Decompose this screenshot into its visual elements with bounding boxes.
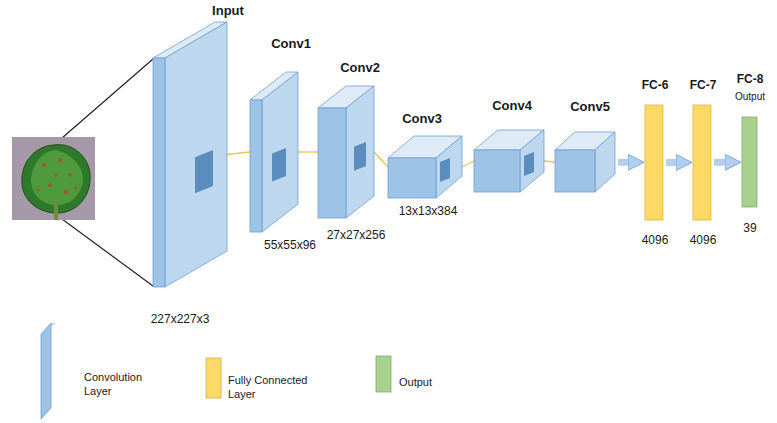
legend-text: Output [399,376,459,390]
kernel-projection [298,151,318,152]
layer-name: Conv3 [402,112,442,126]
layer-shape [250,72,298,232]
layer-name: FC-8 [737,73,764,86]
image-background [12,137,95,220]
legend-swatch [40,322,78,422]
projection-line [62,219,153,286]
convolution-layer: Conv4 [474,130,544,192]
layer-shape [645,105,663,220]
kernel-projection [227,152,250,155]
layer-size: 4096 [642,234,669,247]
layer-size: 27x27x256 [327,229,386,242]
convolution-layer: Conv155x55x96 [250,72,298,232]
flow-arrow [714,159,733,166]
layer-name: FC-6 [642,79,669,92]
leaf-spots [36,158,77,195]
fully-connected-layer: FC-74096 [693,105,711,220]
leaf-inner [31,150,83,205]
layer-shape [388,136,462,198]
convolution-layer: Conv5 [555,132,615,192]
layer-size: 13x13x384 [399,205,458,218]
output-tag: Output [735,91,765,102]
layer-shape [474,130,544,192]
layer-name: Conv5 [570,100,610,114]
layer-size: 39 [743,222,756,235]
convolution-layer: Input227x227x3 [153,22,227,287]
layer-size: 227x227x3 [151,313,210,326]
layer-shape [318,86,374,218]
kernel-projection [374,152,388,167]
layer-shape [555,132,615,192]
layer-name: Conv1 [271,37,311,51]
flow-arrow [618,159,636,166]
leaf-stem [54,200,58,220]
layer-shape [693,105,711,220]
layer-name: FC-7 [690,79,717,92]
layer-name: Input [212,4,244,18]
layer-name: Conv2 [340,61,380,75]
kernel-projection [544,161,555,162]
legend-text: Fully Connected Layer [228,374,332,402]
layer-name: Conv4 [492,99,532,113]
kernel-projection [462,161,474,167]
legend-swatch [205,357,222,399]
legend-swatch [375,355,392,393]
flow-arrow [666,159,684,166]
layer-shape [742,117,757,207]
convolution-layer: Conv313x13x384 [388,136,462,198]
layer-size: 4096 [690,234,717,247]
fully-connected-layer: FC-64096 [645,105,663,220]
convolution-layer: Conv227x27x256 [318,86,374,218]
layer-shape [153,22,227,287]
projection-line [62,59,153,138]
output-layer: FC-8Output39 [742,117,757,207]
layer-size: 55x55x96 [264,239,316,252]
legend-text: Convolution Layer [84,371,158,399]
